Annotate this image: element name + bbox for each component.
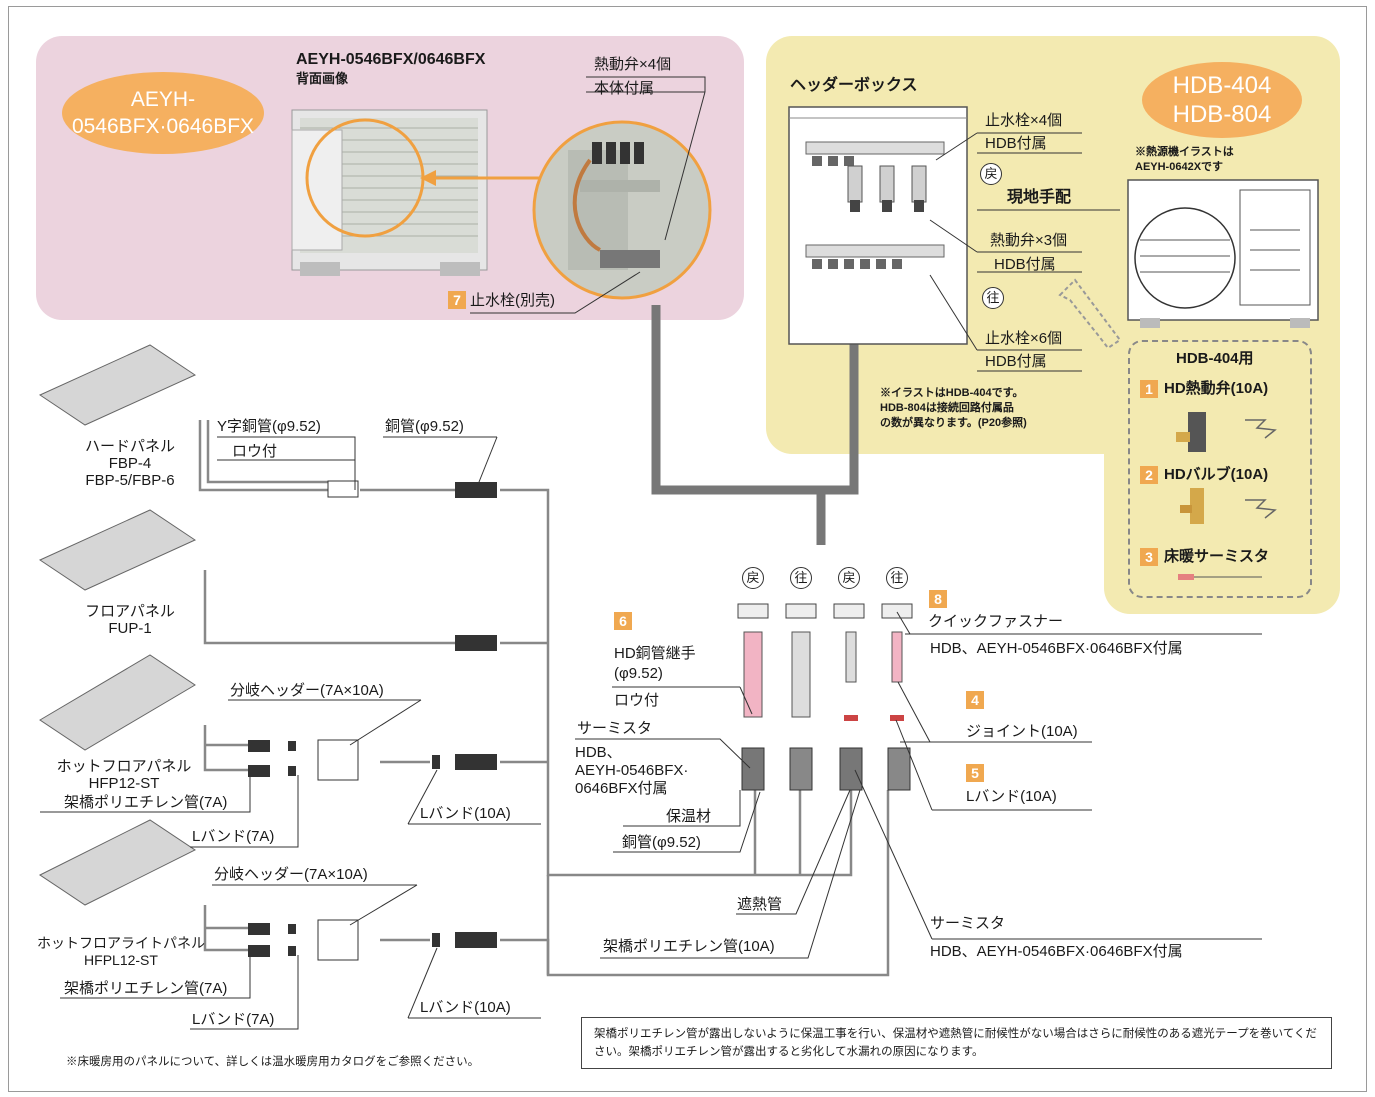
stop-6-label: 止水栓×6個 <box>985 330 1063 347</box>
return-mark-top-2: 戻 <box>838 567 860 589</box>
hdb-aeyh-included-label: HDB、 AEYH-0546BFX· 0646BFX付属 <box>575 744 689 797</box>
heat-source-unit-illustration <box>1127 179 1319 328</box>
lband-10a-label-1: Lバンド(10A) <box>420 805 511 822</box>
return-mark-1: 戻 <box>980 163 1002 185</box>
stop-valve-sold-label: 止水栓(別売) <box>470 292 555 309</box>
copper-label-2: 銅管(φ9.52) <box>622 834 701 851</box>
unit-title: AEYH-0546BFX/0646BFX <box>296 51 486 68</box>
heat-shield-label: 遮熱管 <box>737 896 783 913</box>
thermistor-included-label-2: HDB、AEYH-0546BFX·0646BFX付属 <box>930 943 1183 960</box>
warning-note-box: 架橋ポリエチレン管が露出しないように保温工事を行い、保温材や遮熱管に耐候性がない… <box>581 1017 1332 1069</box>
illust-note: ※イラストはHDB-404です。 HDB-804は接続回路付属品 の数が異なりま… <box>880 387 1027 429</box>
branch-header-label-1: 分岐ヘッダー(7A×10A) <box>230 682 384 699</box>
warning-note: 架橋ポリエチレン管が露出しないように保温工事を行い、保温材や遮熱管に耐候性がない… <box>594 1028 1317 1058</box>
panel-4-label: ホットフロアライトパネル HFPL12-ST <box>37 935 205 968</box>
footnote: ※床暖房用のパネルについて、詳しくは温水暖房用カタログをご参照ください。 <box>66 1056 480 1068</box>
hdb-included-label-1: HDB付属 <box>985 135 1047 152</box>
header-box-illustration <box>788 106 968 345</box>
go-mark-top-2: 往 <box>886 567 908 589</box>
valve-closeup <box>532 120 712 300</box>
stop-4-label: 止水栓×4個 <box>985 112 1063 129</box>
diagram-frame <box>8 6 1367 1092</box>
thermistor-label-1: サーミスタ <box>577 720 653 737</box>
thermistor-label-2: サーミスタ <box>930 915 1006 932</box>
go-mark-top-1: 往 <box>790 567 812 589</box>
return-mark-top-1: 戻 <box>742 567 764 589</box>
lband-10a-label-2: Lバンド(10A) <box>420 999 511 1016</box>
number-tag-8: 8 <box>929 590 947 608</box>
unit-subtitle: 背面画像 <box>296 71 349 86</box>
lband-7a-label-1: Lバンド(7A) <box>192 828 275 845</box>
panel-1-label: ハードパネル FBP-4 FBP-5/FBP-6 <box>84 438 175 489</box>
thermo-valve-4-label: 熱動弁×4個 <box>594 56 672 73</box>
panel-3-label: ホットフロアパネル HFP12-ST <box>56 758 192 792</box>
hdb-included-label-2: HDB付属 <box>994 256 1056 273</box>
hdb404-accessory-box <box>1128 340 1312 598</box>
body-included-label: 本体付属 <box>594 80 655 97</box>
panel-illustrations <box>38 344 197 906</box>
main-pipe <box>651 305 859 545</box>
xlpe-7a-label-1: 架橋ポリエチレン管(7A) <box>64 794 228 811</box>
quick-fastener-included-label: HDB、AEYH-0546BFX·0646BFX付属 <box>930 640 1183 657</box>
number-tag-7: 7 <box>448 291 466 309</box>
accessory-illustrations <box>1176 412 1277 580</box>
brazed-label-1: ロウ付 <box>232 443 278 460</box>
hdb404-for-title: HDB-404用 <box>1176 350 1254 367</box>
y-copper-label: Y字銅管(φ9.52) <box>217 418 321 435</box>
quick-fastener-label: クイックファスナー <box>928 613 1064 630</box>
model-badge-left: AEYH- 0546BFX·0646BFX <box>62 72 264 154</box>
xlpe-7a-label-2: 架橋ポリエチレン管(7A) <box>64 980 228 997</box>
hd-joint-label: HD銅管継手 (φ9.52) <box>614 645 696 682</box>
go-mark-1: 往 <box>982 287 1004 309</box>
accessory-2-label: HDバルブ(10A) <box>1164 466 1269 483</box>
accessory-1-label: HD熱動弁(10A) <box>1164 380 1269 397</box>
heat-source-note: ※熱源機イラストは AEYH-0642Xです <box>1135 146 1234 173</box>
number-tag-6: 6 <box>614 612 632 630</box>
brazed-label-2: ロウ付 <box>614 692 660 709</box>
lband-7a-label-2: Lバンド(7A) <box>192 1011 275 1028</box>
xlpe-10a-label: 架橋ポリエチレン管(10A) <box>603 938 775 955</box>
outdoor-unit-illustration <box>291 109 540 276</box>
panel-2-label: フロアパネル FUP-1 <box>85 603 175 637</box>
copper-label-1: 銅管(φ9.52) <box>385 418 464 435</box>
branch-header-label-2: 分岐ヘッダー(7A×10A) <box>214 866 368 883</box>
model-badge-right: HDB-404 HDB-804 <box>1142 62 1302 138</box>
thermo-3-label: 熱動弁×3個 <box>990 232 1068 249</box>
connection-fittings <box>737 603 913 791</box>
number-tag-4: 4 <box>966 691 984 709</box>
fittings <box>248 480 497 961</box>
header-box-title: ヘッダーボックス <box>790 77 918 94</box>
number-tag-1: 1 <box>1140 380 1158 398</box>
lband-10a-label-3: Lバンド(10A) <box>966 788 1057 805</box>
local-arrange-label: 現地手配 <box>1007 189 1072 206</box>
hdb-included-label-3: HDB付属 <box>985 353 1047 370</box>
insulation-label: 保温材 <box>666 808 712 825</box>
joint-10a-label: ジョイント(10A) <box>966 723 1078 740</box>
accessory-3-label: 床暖サーミスタ <box>1164 548 1270 565</box>
number-tag-2: 2 <box>1140 466 1158 484</box>
header-box-area-extension <box>1104 420 1340 614</box>
number-tag-5: 5 <box>966 764 984 782</box>
number-tag-3: 3 <box>1140 548 1158 566</box>
